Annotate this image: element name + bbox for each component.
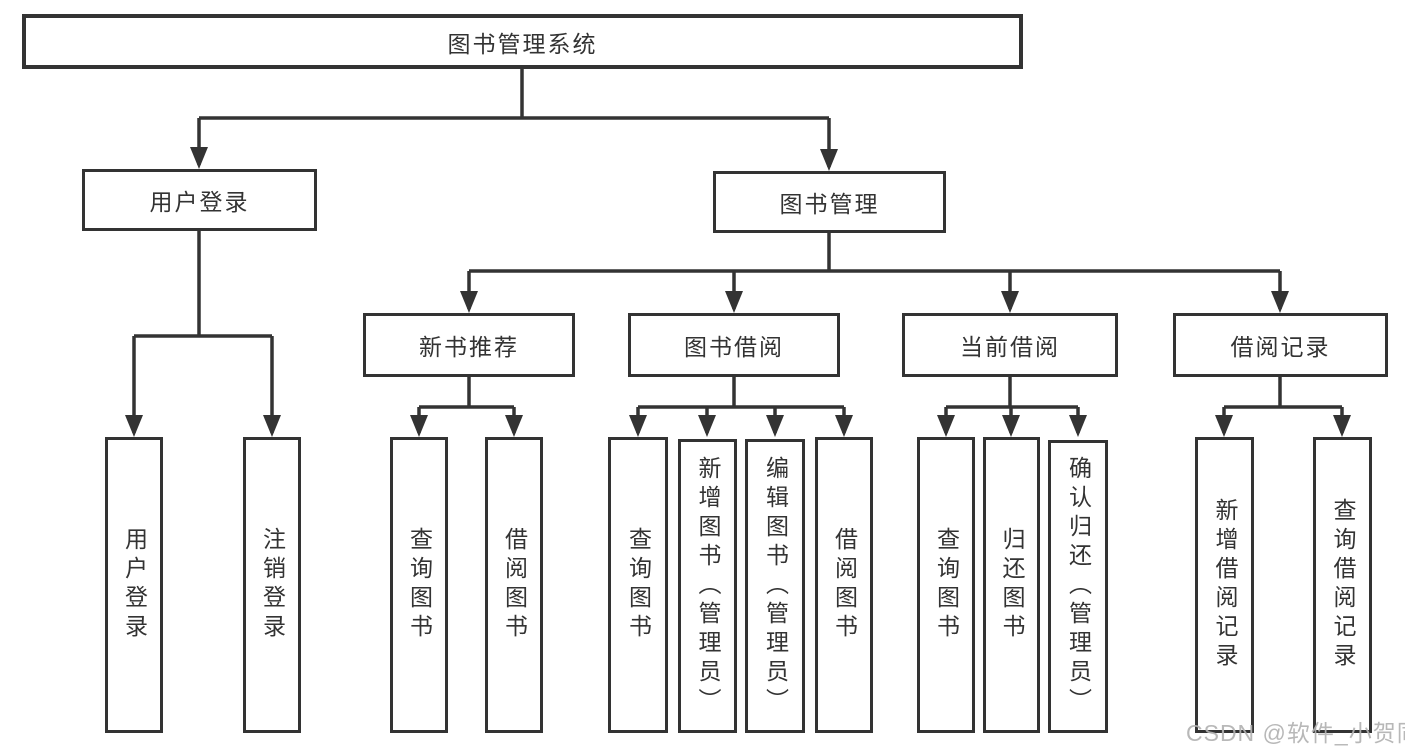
arrowhead: [1333, 415, 1351, 437]
arrowhead: [1069, 415, 1087, 437]
watermark: CSDN @软件_小贺同学: [1186, 720, 1405, 746]
node-current-borrowing: 当前借阅: [902, 313, 1118, 377]
leaf-borrow-books: 借阅图书: [815, 437, 873, 733]
arrowhead: [820, 149, 838, 171]
arrowhead: [937, 415, 955, 437]
node-library-management-system: 图书管理系统: [22, 14, 1023, 69]
leaf-add-books-admin: 新增图书（管理员）: [678, 439, 737, 733]
leaf-logout: 注销登录: [243, 437, 301, 733]
arrowhead: [725, 291, 743, 313]
leaf-user-login: 用户登录: [105, 437, 163, 733]
node-book-management-branch: 图书管理: [713, 171, 946, 233]
leaf-add-borrow-record: 新增借阅记录: [1195, 437, 1254, 733]
leaf-query-borrow-record: 查询借阅记录: [1313, 437, 1372, 733]
leaf-confirm-return-admin: 确认归还（管理员）: [1048, 440, 1108, 733]
arrowhead: [505, 415, 523, 437]
leaf-query-books-borrowing: 查询图书: [608, 437, 668, 733]
node-new-book-recommendation: 新书推荐: [363, 313, 575, 377]
connector-lines: [132, 69, 1344, 433]
node-user-login-branch: 用户登录: [82, 169, 317, 231]
arrowhead: [460, 291, 478, 313]
arrowhead: [1215, 415, 1233, 437]
arrowhead: [1001, 291, 1019, 313]
arrowhead: [263, 415, 281, 437]
leaf-borrow-books-recommend: 借阅图书: [485, 437, 543, 733]
node-borrowing-records: 借阅记录: [1173, 313, 1388, 377]
leaf-query-books-current: 查询图书: [917, 437, 975, 733]
arrowhead: [410, 415, 428, 437]
arrowhead: [1002, 415, 1020, 437]
arrowhead: [125, 415, 143, 437]
leaf-edit-books-admin: 编辑图书（管理员）: [745, 439, 805, 733]
node-book-borrowing: 图书借阅: [628, 313, 840, 377]
arrowhead: [1271, 291, 1289, 313]
arrowhead: [190, 147, 208, 169]
arrowhead: [698, 415, 716, 437]
arrowhead: [766, 415, 784, 437]
arrowheads-group: [125, 147, 1351, 437]
arrowhead: [629, 415, 647, 437]
leaf-query-books-recommend: 查询图书: [390, 437, 448, 733]
arrowhead: [835, 415, 853, 437]
leaf-return-books: 归还图书: [983, 437, 1040, 733]
